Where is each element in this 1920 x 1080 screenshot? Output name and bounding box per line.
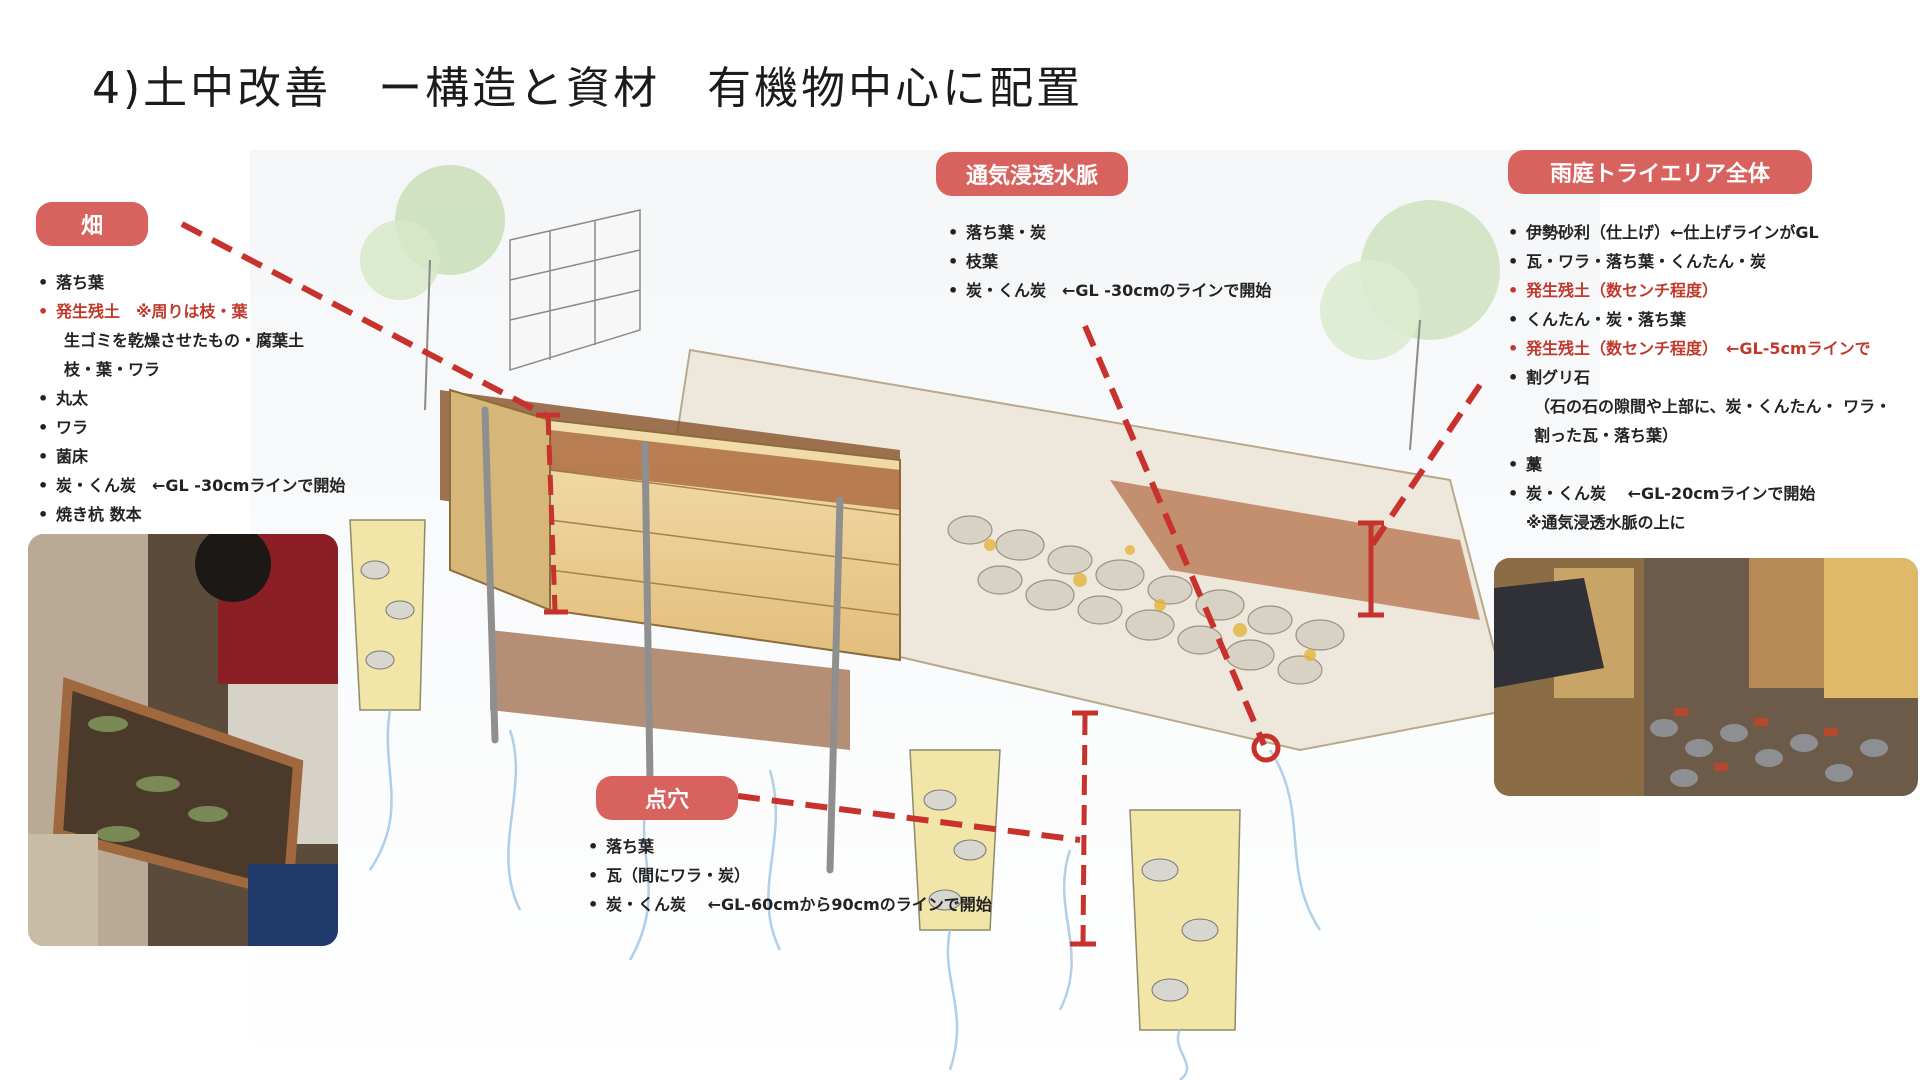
leader-tenketsu [737,793,1081,843]
list-item: 枝葉 [946,247,1271,276]
list-item: 藁 [1506,450,1891,479]
list-item: 菌床 [36,442,345,471]
list-item: 落ち葉 [586,832,992,861]
depth-bracket-hatake [536,412,568,615]
list-tsuki: 落ち葉・炭 枝葉 炭・くん炭 ←GL -30cmのラインで開始 [946,218,1271,305]
raised-planter-box [440,388,901,874]
list-item: 焼き杭 数本 [36,500,345,529]
list-item: ※通気浸透水脈の上に [1526,513,1686,532]
list-item: くんたん・炭・落ち葉 [1506,305,1891,334]
marker-circle-tsuki [1251,733,1281,763]
list-item: 割グリ石 [1506,363,1891,392]
list-hatake: 落ち葉 発生残土 ※周りは枝・葉 生ゴミを乾燥させたもの・腐葉土 枝・葉・ワラ … [36,268,345,529]
list-item: 生ゴミを乾燥させたもの・腐葉土 [64,331,305,350]
depth-bracket-tenketsu [1070,710,1098,947]
list-item: 発生残土 ※周りは枝・葉 [36,297,345,326]
tree-left [360,165,505,411]
list-item: 枝・葉・ワラ [64,360,161,379]
list-item: 落ち葉・炭 [946,218,1271,247]
list-item: 瓦・ワラ・落ち葉・くんたん・炭 [1506,247,1891,276]
label-tenketsu: 点穴 [596,776,738,820]
photo-planter-box [28,534,338,946]
list-item: 丸太 [36,384,345,413]
list-item: 炭・くん炭 ←GL -30cmのラインで開始 [946,276,1271,305]
leader-tsuki [1082,324,1267,747]
label-amaniwa: 雨庭トライエリア全体 [1508,150,1812,194]
list-item: 割った瓦・落ち葉） [1534,426,1679,445]
tree-right [1320,200,1500,451]
list-amaniwa: 伊勢砂利（仕上げ）←仕上げラインがGL 瓦・ワラ・落ち葉・くんたん・炭 発生残土… [1506,218,1891,537]
depth-bracket-amaniwa [1358,520,1384,618]
label-tsuki: 通気浸透水脈 [936,152,1128,196]
leader-amaniwa [1369,383,1483,547]
list-tenketsu: 落ち葉 瓦（間にワラ・炭） 炭・くん炭 ←GL-60cmから90cmのラインで開… [586,832,992,919]
list-item: ワラ [36,413,345,442]
list-item: 炭・くん炭 ←GL -30cmラインで開始 [36,471,345,500]
list-item: （石の石の隙間や上部に、炭・くんたん・ ワラ・ [1534,397,1892,416]
list-item: 発生残土（数センチ程度） [1506,276,1891,305]
list-item: 瓦（間にワラ・炭） [586,861,992,890]
photo-rain-garden [1494,558,1918,796]
list-item: 炭・くん炭 ←GL-20cmラインで開始 [1506,479,1891,508]
list-item: 発生残土（数センチ程度） ←GL-5cmラインで [1506,334,1891,363]
leader-hatake [180,221,547,418]
brick-wall [509,209,641,372]
page-title: 4)土中改善 ー構造と資材 有機物中心に配置 [92,63,1084,114]
label-hatake: 畑 [36,202,148,246]
list-item: 伊勢砂利（仕上げ）←仕上げラインがGL [1506,218,1891,247]
list-item: 炭・くん炭 ←GL-60cmから90cmのラインで開始 [586,890,992,919]
list-item: 落ち葉 [36,268,345,297]
